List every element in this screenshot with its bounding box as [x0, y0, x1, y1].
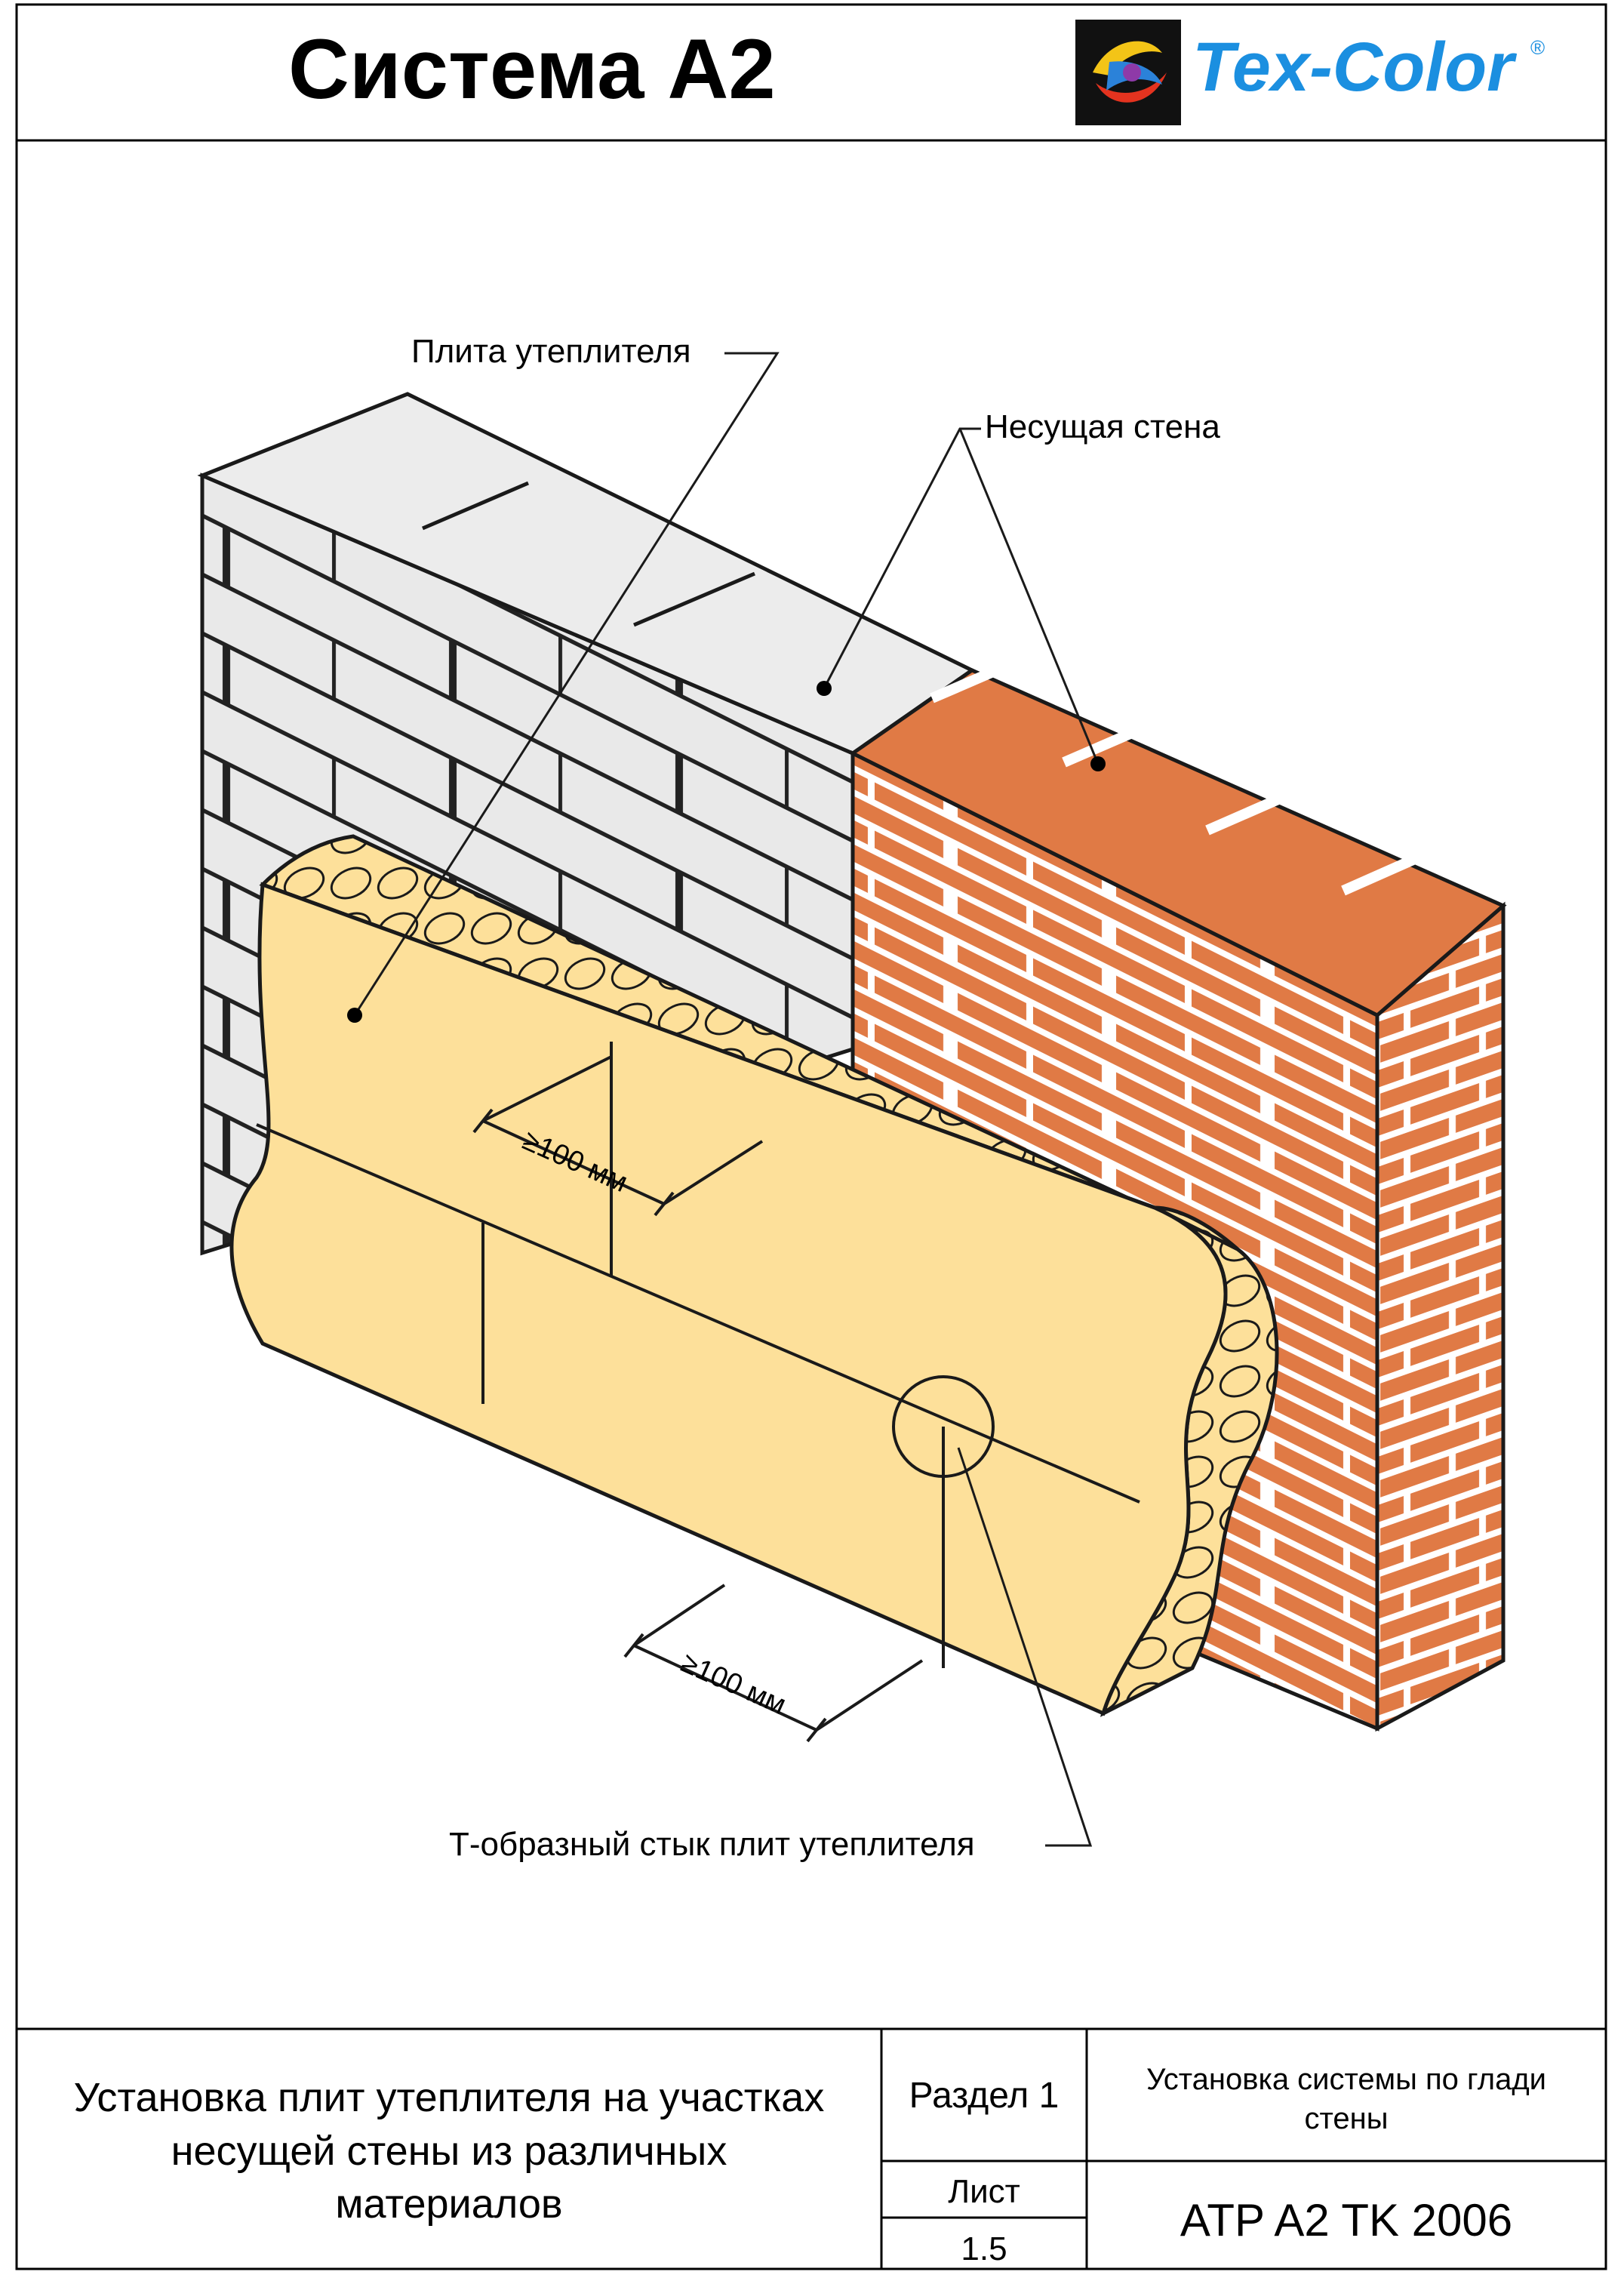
tex-color-logo: Tex-Color ®	[1075, 20, 1545, 125]
label-load-bearing-wall: Несущая стена	[985, 408, 1220, 445]
callout-t-joint: Т-образный стык плит утеплителя	[449, 1447, 1093, 1863]
registered-mark: ®	[1530, 36, 1545, 59]
callout-insulation-board: Плита утеплителя	[347, 333, 780, 1023]
logo-text: Tex-Color	[1192, 29, 1517, 106]
label-t-joint: Т-образный стык плит утеплителя	[449, 1826, 975, 1863]
callout-load-bearing-wall: Несущая стена	[817, 408, 1220, 771]
t-joint-circle	[892, 1375, 995, 1478]
sheet-label: Лист	[948, 2173, 1020, 2210]
label-insulation-board: Плита утеплителя	[411, 333, 691, 370]
description-line-3: материалов	[335, 2181, 562, 2227]
sheet-border	[15, 3, 1607, 2270]
description-line-1: Установка плит утеплителя на участках	[74, 2075, 825, 2120]
document-code: ATP A2 TK 2006	[1180, 2195, 1512, 2246]
section-cell: Раздел 1	[909, 2076, 1060, 2116]
sheet-number: 1.5	[961, 2230, 1007, 2267]
title-block: Установка плит утеплителя на участках не…	[17, 2027, 1606, 2269]
description-line-2: несущей стены из различных	[171, 2129, 727, 2174]
dimension-label-lower: ≥100 мм	[676, 1647, 790, 1721]
subject-line-2: стены	[1305, 2102, 1389, 2135]
page-title: Система A2	[288, 22, 776, 116]
subject-line-1: Установка системы по глади	[1146, 2063, 1546, 2096]
